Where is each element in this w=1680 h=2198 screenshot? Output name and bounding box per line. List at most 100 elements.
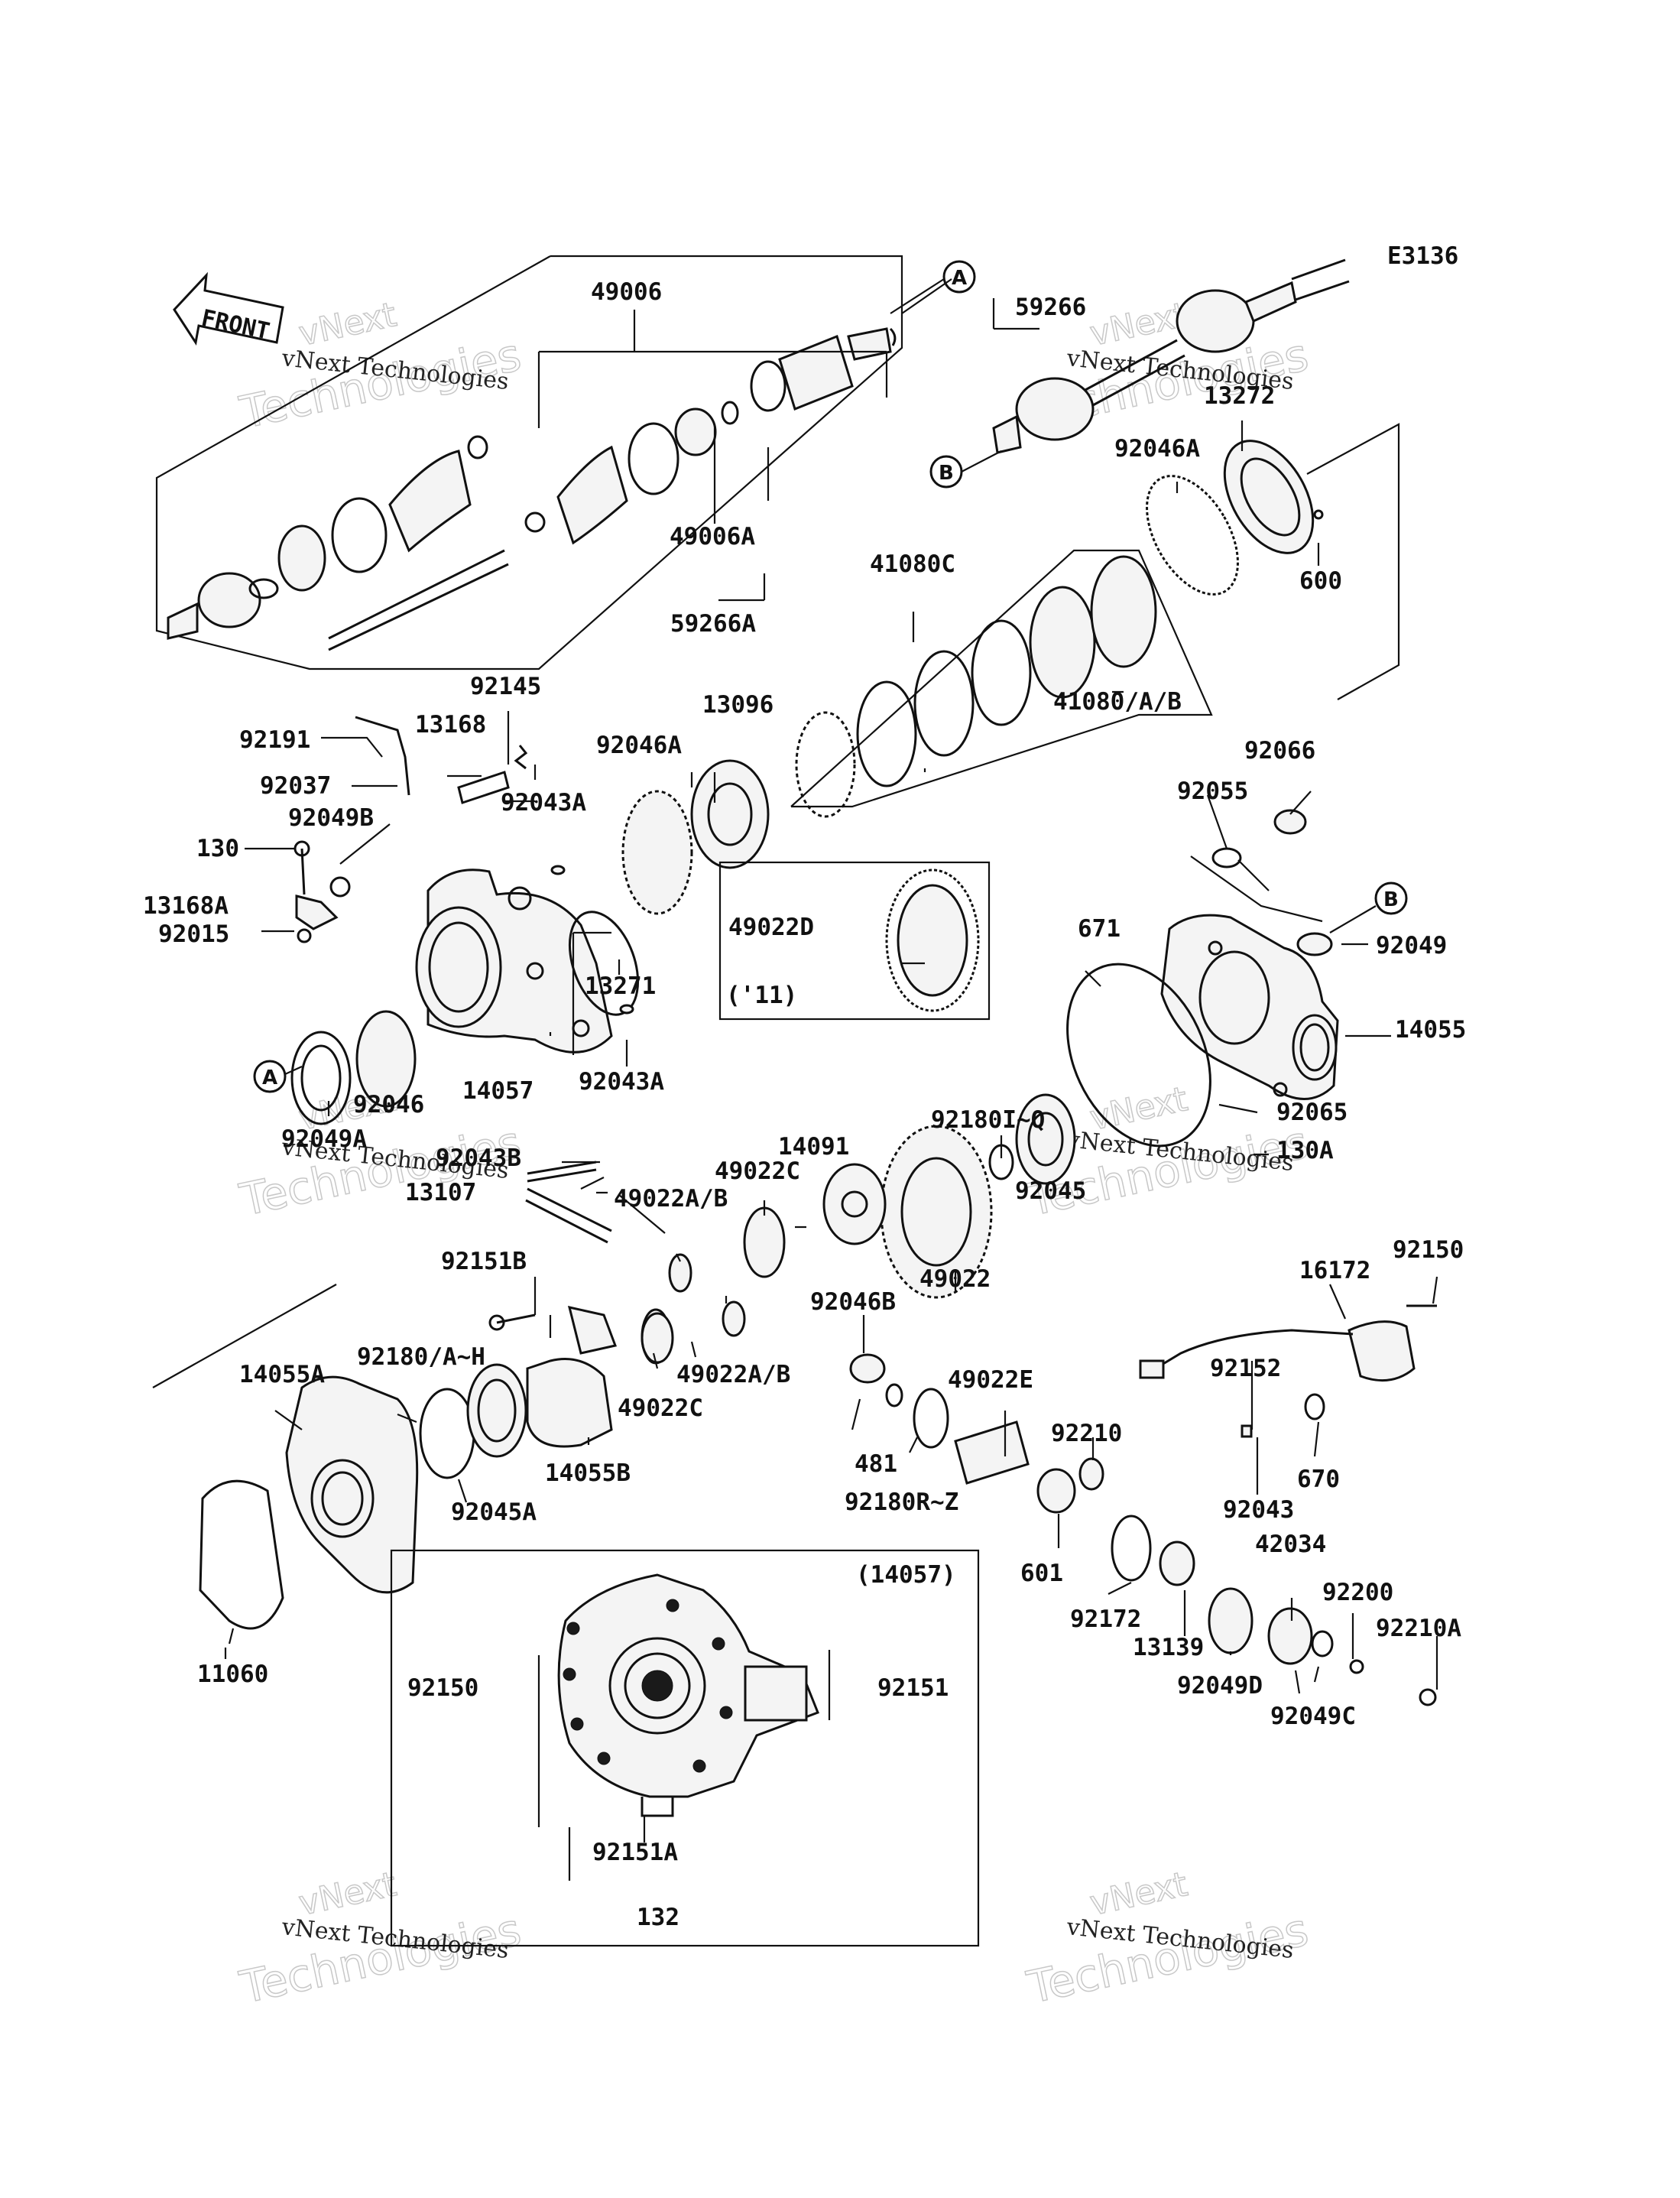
label-49022ab-bottom: 49022A/B [676, 1361, 790, 1388]
svg-text:A: A [952, 267, 967, 290]
label-14055b: 14055B [545, 1459, 631, 1487]
svg-text:A: A [262, 1067, 277, 1089]
svg-text:B: B [939, 462, 954, 485]
diagram-code: E3136 [1387, 242, 1458, 270]
label-49006a: 49006A [670, 523, 755, 550]
label-92043b: 92043B [436, 1144, 521, 1172]
label-41080c: 41080C [870, 550, 955, 578]
label-13139: 13139 [1133, 1634, 1204, 1661]
label-92210: 92210 [1051, 1420, 1122, 1447]
label-49022e: 49022E [948, 1366, 1033, 1394]
label-92180iq: 92180I~Q [931, 1106, 1045, 1134]
ring-set-right [1146, 440, 1324, 596]
label-132: 132 [637, 1904, 679, 1931]
label-671: 671 [1078, 915, 1121, 943]
label-92151a: 92151A [592, 1839, 678, 1866]
cv-stub-left [167, 602, 199, 640]
label-92043a-top: 92043A [501, 789, 586, 817]
svg-text:FRONT: FRONT [199, 305, 272, 346]
clutch-pack-41080 [790, 549, 1213, 818]
label-14091: 14091 [778, 1133, 849, 1161]
label-13107: 13107 [405, 1179, 476, 1206]
label-92046: 92046 [353, 1091, 424, 1118]
label-59266: 59266 [1015, 294, 1086, 321]
svg-text:vNext: vNext [1087, 1865, 1191, 1924]
label-92043: 92043 [1223, 1496, 1294, 1524]
cv-housing-right [778, 335, 854, 411]
connector-b-right: B [1329, 881, 1408, 933]
label-92046a-mid: 92046A [596, 732, 682, 759]
label-13168: 13168 [415, 711, 486, 739]
pinion-parts [954, 1304, 1437, 1706]
nut-92066 [1273, 809, 1307, 835]
gasket-671 [1066, 963, 1211, 1148]
cv-bearing [674, 407, 717, 456]
label-92046a-right: 92046A [1114, 435, 1200, 463]
label-92049b: 92049B [288, 804, 374, 832]
shift-rod [457, 771, 510, 804]
cv-boot-right [556, 445, 628, 545]
label-49022: 49022 [919, 1265, 991, 1293]
breather-hose [355, 716, 410, 796]
watermark-top-left: vNext Technologies vNext Technologies [235, 294, 526, 439]
label-92150-inset: 92150 [407, 1674, 478, 1702]
label-92049c: 92049C [1270, 1703, 1356, 1730]
assembly-132 [557, 1573, 819, 1817]
sensor-16172 [1348, 1320, 1416, 1382]
label-16172: 16172 [1299, 1257, 1370, 1284]
spring [514, 745, 528, 770]
label-49022c-bottom: 49022C [618, 1394, 703, 1422]
label-92049a: 92049A [281, 1125, 367, 1153]
connector-b-top: B [929, 450, 1002, 489]
label-92045a: 92045A [451, 1498, 537, 1526]
connector-a-top: A [890, 260, 976, 314]
label-601: 601 [1020, 1560, 1063, 1587]
svg-text:vNext: vNext [296, 295, 400, 354]
label-14057: 14057 [462, 1077, 534, 1105]
housing-14055b [526, 1358, 613, 1448]
label-49006: 49006 [591, 278, 662, 306]
label-13096: 13096 [702, 691, 774, 719]
label-59266a: 59266A [670, 610, 756, 638]
cv-joint-left [197, 572, 261, 628]
label-92150-right: 92150 [1393, 1236, 1464, 1264]
inset-49022d [718, 861, 991, 1021]
label-92015: 92015 [158, 920, 229, 948]
label-13272: 13272 [1204, 382, 1275, 410]
label-92043a-bottom: 92043A [579, 1068, 664, 1096]
label-92066: 92066 [1244, 737, 1315, 765]
label-130a: 130A [1276, 1137, 1334, 1164]
label-600: 600 [1299, 567, 1342, 595]
watermark-mid-left: vNext Technologies vNext Technologies [235, 1079, 526, 1226]
inset-14057 [390, 1549, 980, 1947]
label-92055: 92055 [1177, 778, 1248, 805]
label-92200: 92200 [1322, 1579, 1393, 1606]
label-92045: 92045 [1015, 1177, 1086, 1205]
svg-text:vNext: vNext [1087, 295, 1191, 354]
connector-a-left: A [253, 1060, 303, 1093]
ring-gear-49022d [885, 868, 980, 1012]
label-481: 481 [855, 1450, 897, 1478]
housing-14057 [415, 868, 613, 1055]
label-year-note: ('11) [726, 982, 797, 1009]
housing-14055a [199, 1306, 674, 1630]
boot-band-left [331, 497, 388, 573]
label-41080ab: 41080/A/B [1053, 688, 1182, 716]
label-92180rz: 92180R~Z [845, 1489, 958, 1516]
small-parts-left [290, 716, 770, 1125]
label-92046b: 92046B [810, 1288, 896, 1316]
gasket-11060 [199, 1479, 284, 1630]
inset-caption: (14057) [856, 1561, 956, 1589]
oring-92055 [1211, 847, 1242, 868]
label-92151: 92151 [877, 1674, 949, 1702]
label-92065: 92065 [1276, 1099, 1348, 1126]
seal-92049 [1296, 932, 1333, 956]
label-92151b: 92151B [441, 1248, 527, 1275]
label-13271: 13271 [585, 972, 656, 1000]
label-92180ah: 92180/A~H [357, 1343, 485, 1371]
label-49022ab-top: 49022A/B [614, 1185, 728, 1213]
cv-boot-left [388, 450, 472, 553]
label-42034: 42034 [1255, 1531, 1326, 1558]
label-130: 130 [196, 835, 239, 862]
label-14055: 14055 [1395, 1016, 1466, 1044]
